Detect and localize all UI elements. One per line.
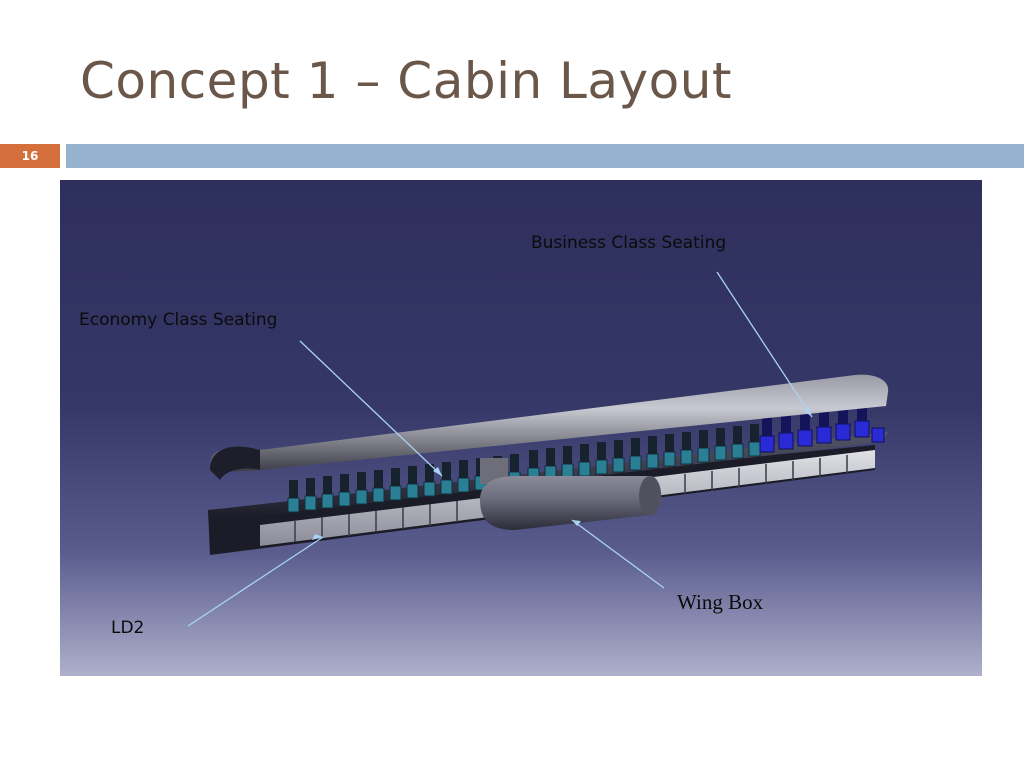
wing-box-label: Wing Box (677, 590, 764, 614)
wing-box (480, 476, 662, 530)
title-divider-bar (66, 144, 1024, 168)
economy-class-label: Economy Class Seating (79, 310, 278, 330)
fuselage-render (187, 271, 889, 627)
leader-lines (187, 271, 813, 627)
upper-shell (210, 374, 889, 472)
cabin-layout-figure: Business Class Seating Economy Class Sea… (60, 180, 982, 676)
economy-seats-mid (527, 441, 761, 483)
slide-title: Concept 1 – Cabin Layout (80, 52, 733, 110)
business-seats (759, 420, 885, 453)
slide-number: 16 (0, 144, 60, 168)
business-class-label: Business Class Seating (531, 233, 727, 253)
ld2-label: LD2 (111, 618, 145, 638)
